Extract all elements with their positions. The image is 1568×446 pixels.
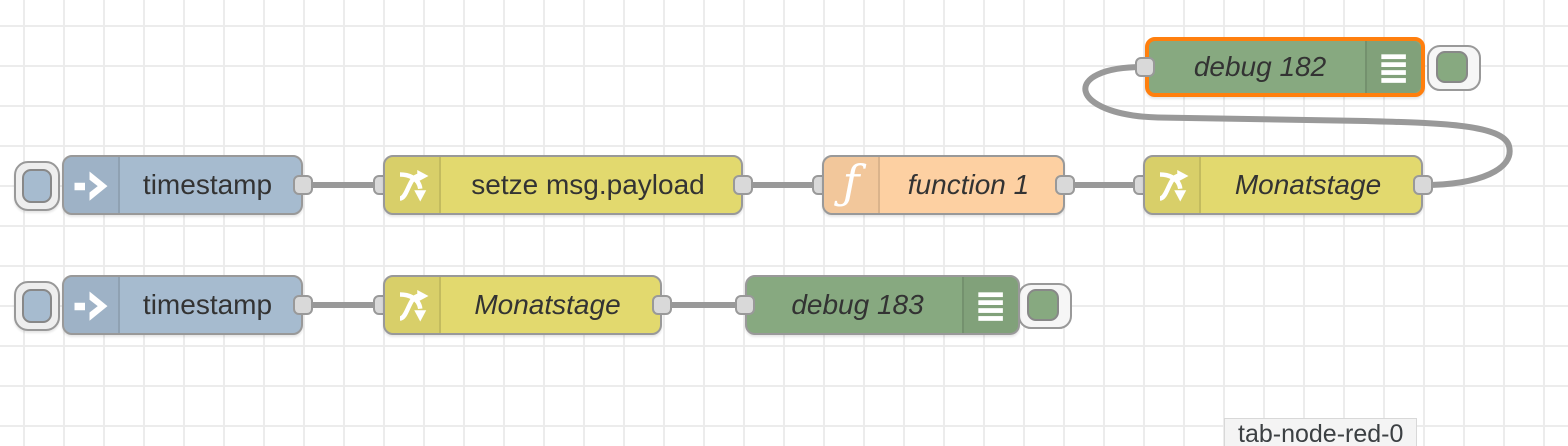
function-f-icon: ƒ [824,157,880,213]
node-label: function 1 [907,169,1030,200]
node-inject-timestamp-2[interactable]: timestamp [62,275,303,335]
port-output[interactable] [293,175,313,195]
port-output[interactable] [733,175,753,195]
wire-monatstage1-to-debug182[interactable] [1082,64,1513,188]
shuffle-icon [1145,157,1201,213]
node-label: setze msg.payload [471,169,705,200]
inject-button-inner[interactable] [22,169,52,203]
debug-list-icon [962,277,1018,333]
node-debug-182[interactable]: debug 182 [1145,37,1425,97]
node-label: Monatstage [474,289,621,320]
node-inject-timestamp-1[interactable]: timestamp [62,155,303,215]
port-input[interactable] [735,295,755,315]
node-label: timestamp [142,169,273,200]
node-change-setze-msg-payload[interactable]: setze msg.payload [383,155,743,215]
node-label: debug 183 [791,289,924,320]
inject-arrow-icon [64,157,120,213]
status-tooltip: tab-node-red-0 [1224,418,1418,446]
node-label: debug 182 [1193,51,1327,82]
node-change-monatstage-2[interactable]: Monatstage [383,275,662,335]
port-output[interactable] [293,295,313,315]
port-output[interactable] [1055,175,1075,195]
node-label: timestamp [142,289,273,320]
shuffle-icon [385,277,441,333]
node-change-monatstage-1[interactable]: Monatstage [1143,155,1423,215]
inject-arrow-icon [64,277,120,333]
inject-button-inner[interactable] [22,289,52,323]
node-debug-183[interactable]: debug 183 [745,275,1020,335]
port-input[interactable] [1135,57,1155,77]
debug-toggle-button-inner[interactable] [1436,51,1468,83]
debug-list-icon [1365,41,1421,93]
port-output[interactable] [1413,175,1433,195]
node-function-1[interactable]: ƒ function 1 [822,155,1065,215]
port-output[interactable] [652,295,672,315]
debug-toggle-button-inner[interactable] [1027,289,1059,321]
node-label: Monatstage [1234,169,1382,200]
shuffle-icon [385,157,441,213]
